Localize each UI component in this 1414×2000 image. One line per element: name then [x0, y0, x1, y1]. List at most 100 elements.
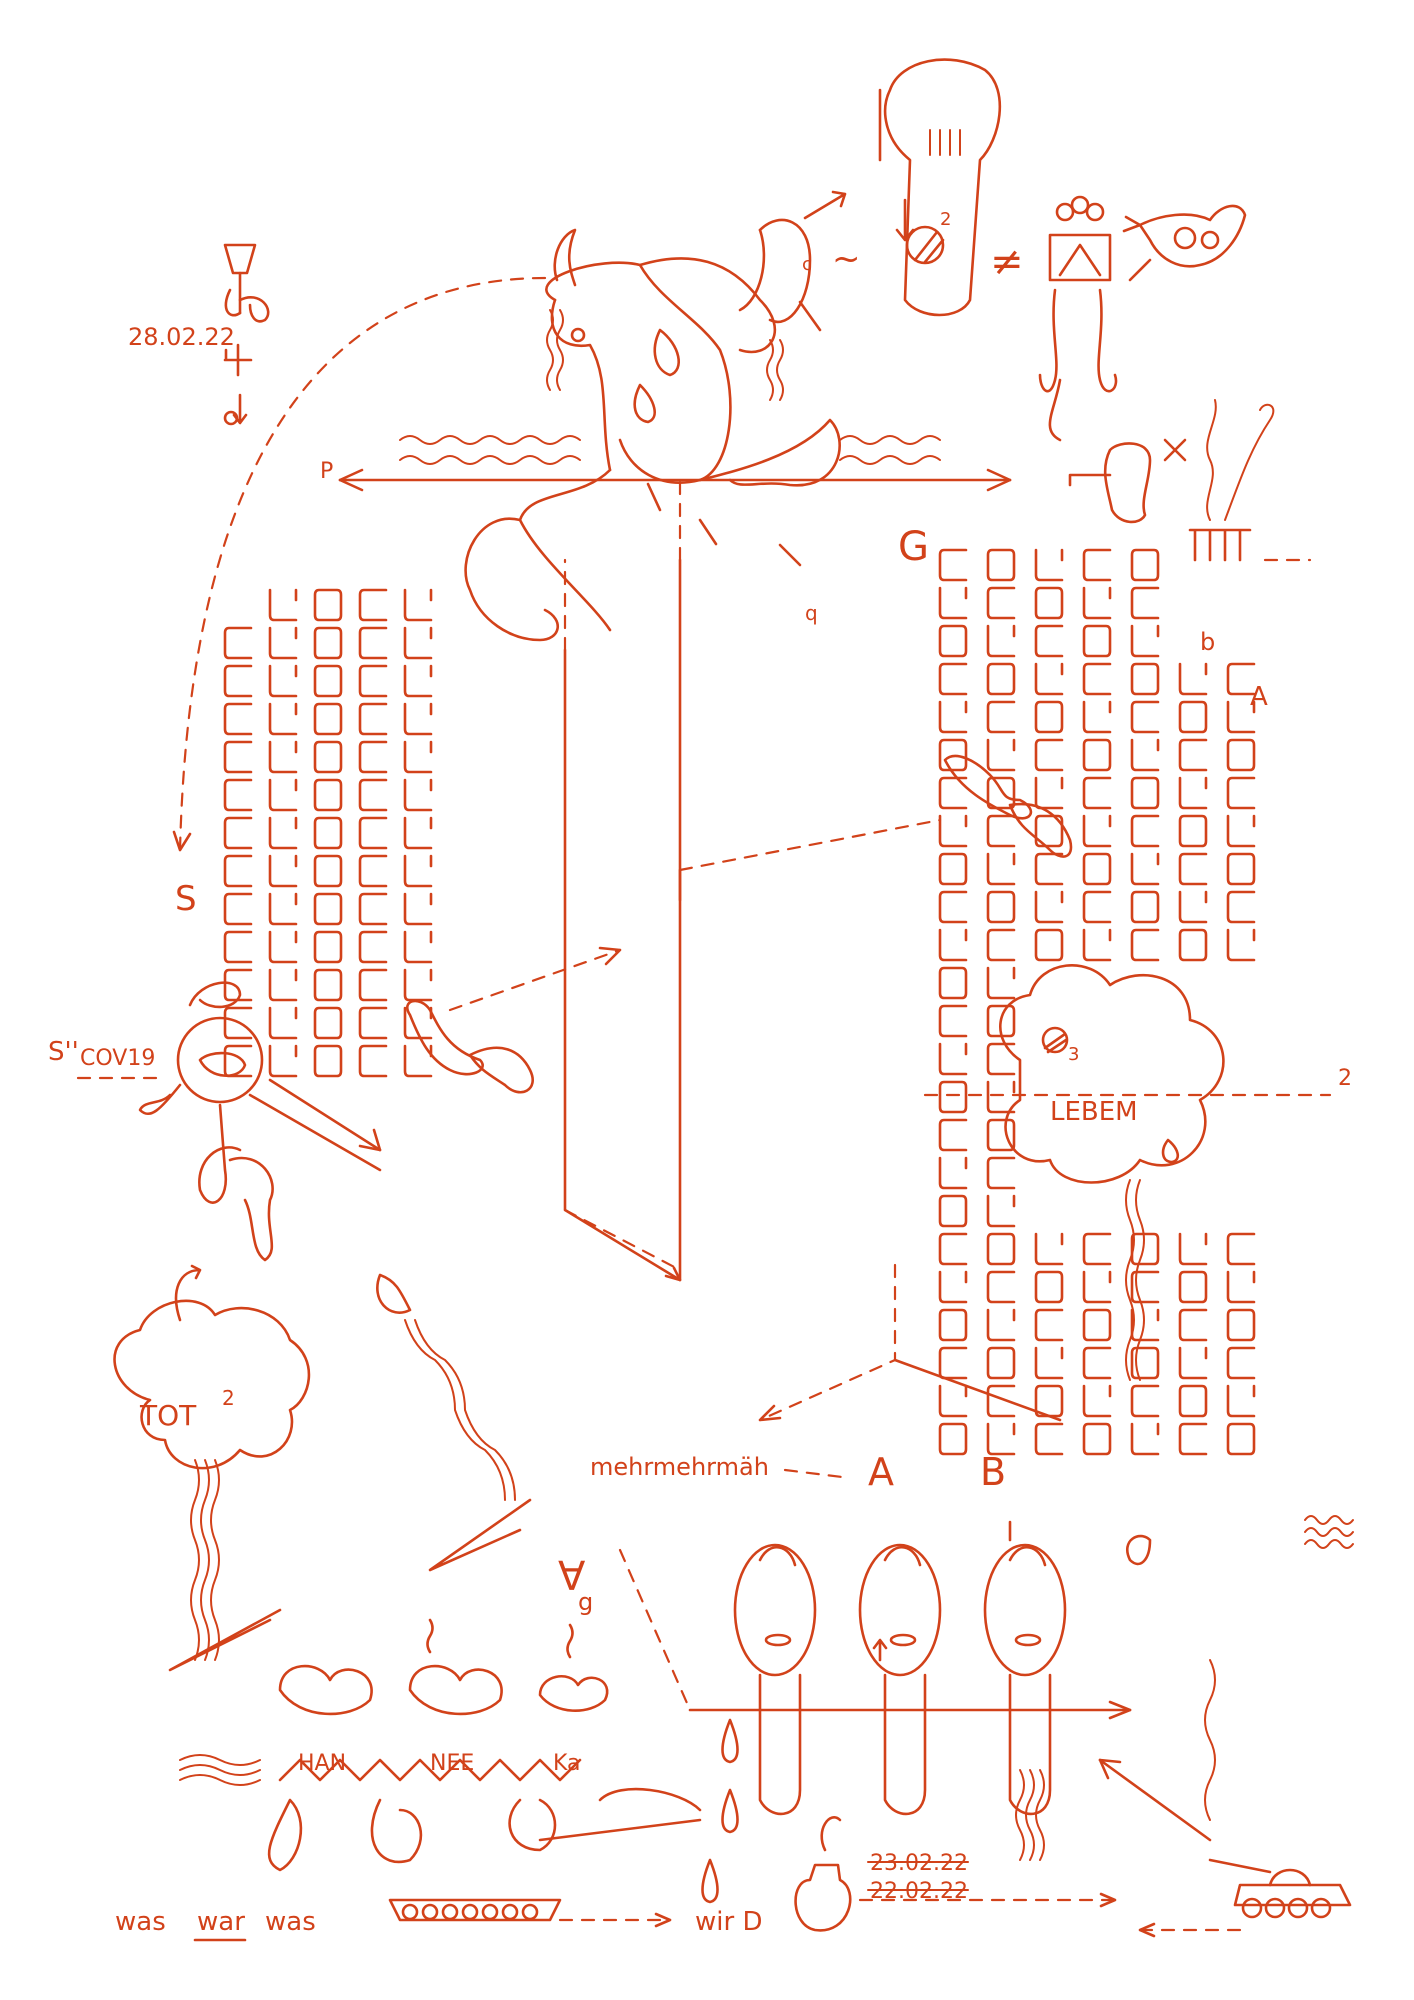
- label-a-mid: A: [868, 1450, 894, 1494]
- grid-tile-icon: [358, 930, 388, 964]
- grid-tile-icon: [268, 664, 298, 698]
- grid-tile-icon: [1034, 700, 1064, 734]
- grid-tile-icon: [223, 854, 253, 888]
- grid-tile-icon: [986, 1042, 1016, 1076]
- grid-tile-icon: [1082, 1422, 1112, 1456]
- grid-tile-icon: [1178, 776, 1208, 810]
- label-q: q: [805, 601, 818, 625]
- three-figures: [618, 1520, 1152, 1861]
- grid-tile-icon: [1226, 662, 1256, 696]
- grid-tile-icon: [358, 1044, 388, 1078]
- grid-tile-icon: [986, 700, 1016, 734]
- grid-tile-icon: [1130, 1422, 1160, 1456]
- grid-tile-icon: [1130, 814, 1160, 848]
- grid-tile-icon: [938, 624, 968, 658]
- figure-icon: [138, 981, 382, 1262]
- grid-tile-icon: [223, 626, 253, 660]
- grid-tile-icon: [1082, 700, 1112, 734]
- grid-tile-icon: [268, 778, 298, 812]
- grid-tile-icon: [938, 1156, 968, 1190]
- grid-tile-icon: [1226, 814, 1256, 848]
- grid-tile-icon: [938, 1232, 968, 1266]
- grid-tile-icon: [1034, 548, 1064, 582]
- grid-tile-icon: [938, 814, 968, 848]
- grid-tile-icon: [403, 892, 433, 926]
- grid-tile-icon: [986, 624, 1016, 658]
- label-b-mid: B: [980, 1450, 1006, 1494]
- grid-tile-icon: [1034, 776, 1064, 810]
- grid-tile-icon: [1130, 700, 1160, 734]
- grid-tile-icon: [1082, 776, 1112, 810]
- grid-tile-icon: [1178, 662, 1208, 696]
- grid-tile-icon: [986, 1346, 1016, 1380]
- grid-tile-icon: [986, 548, 1016, 582]
- grid-tile-icon: [1130, 852, 1160, 886]
- grid-tile-icon: [403, 702, 433, 736]
- grid-tile-icon: [1226, 1422, 1256, 1456]
- grid-tile-icon: [986, 814, 1016, 848]
- label-g-small: g: [578, 1588, 593, 1616]
- grid-tile-icon: [1082, 1270, 1112, 1304]
- label-cov19: COV19: [80, 1046, 155, 1071]
- grid-tile-icon: [938, 928, 968, 962]
- grid-tile-icon: [938, 586, 968, 620]
- grid-tile-icon: [1082, 624, 1112, 658]
- grid-tile-icon: [268, 892, 298, 926]
- bird-icon: [1122, 204, 1247, 282]
- grid-tile-icon: [938, 700, 968, 734]
- tank-icon: [1098, 1659, 1352, 1938]
- grid-tile-icon: [403, 854, 433, 888]
- grid-tile-icon: [223, 816, 253, 850]
- shoe-icon: [943, 754, 1073, 858]
- label-b-lower: b: [1200, 628, 1215, 656]
- label-mehrmehrmah: mehrmehrmäh: [590, 1453, 769, 1481]
- grid-tile-icon: [358, 740, 388, 774]
- grid-tile-icon: [986, 928, 1016, 962]
- grid-tile-icon: [1082, 1384, 1112, 1418]
- tank-icon: [388, 1898, 672, 1928]
- grid-tile-icon: [1226, 928, 1256, 962]
- date-label: 28.02.22: [128, 323, 235, 351]
- text-labels: 28.02.22 S'' COV19 S P q c G A b LEBEM 2…: [48, 209, 1352, 1942]
- shoe-icon: [406, 946, 622, 1094]
- grid-tile-icon: [1082, 1346, 1112, 1380]
- grid-tile-icon: [223, 740, 253, 774]
- grid-tile-icon: [403, 626, 433, 660]
- grid-tile-icon: [1034, 624, 1064, 658]
- grid-tile-icon: [313, 930, 343, 964]
- grid-tile-icon: [1226, 1346, 1256, 1380]
- grid-tile-icon: [358, 1006, 388, 1040]
- grid-tile-icon: [938, 1194, 968, 1228]
- grid-tile-icon: [1082, 852, 1112, 886]
- grid-tile-icon: [986, 1080, 1016, 1114]
- dashed-arc: [178, 276, 547, 852]
- grid-tile-icon: [1178, 1422, 1208, 1456]
- grid-tile-icon: [223, 930, 253, 964]
- grid-tile-icon: [1034, 1308, 1064, 1342]
- superscript-two: 2: [940, 209, 951, 230]
- grid-tile-icon: [1226, 1308, 1256, 1342]
- grid-tile-icon: [938, 1118, 968, 1152]
- cloud-icon: [923, 964, 1332, 1184]
- grid-tile-icon: [223, 664, 253, 698]
- grid-tile-icon: [986, 1384, 1016, 1418]
- grid-tile-icon: [1178, 890, 1208, 924]
- grid-tile-icon: [358, 816, 388, 850]
- grid-tile-icon: [313, 1006, 343, 1040]
- grid-tile-icon: [986, 890, 1016, 924]
- grid-tile-icon: [313, 968, 343, 1002]
- grid-tile-icon: [986, 1308, 1016, 1342]
- blob-icon: [1068, 438, 1187, 524]
- label-wird: wir D: [695, 1907, 762, 1937]
- grid-tile-icon: [358, 588, 388, 622]
- grid-tile-icon: [223, 778, 253, 812]
- grid-tile-icon: [1130, 624, 1160, 658]
- grid-tile-icon: [1034, 586, 1064, 620]
- grid-tile-icon: [986, 1232, 1016, 1266]
- grid-tile-icon: [1082, 738, 1112, 772]
- grid-tile-icon: [938, 1270, 968, 1304]
- grid-tile-icon: [1034, 1346, 1064, 1380]
- grid-tile-icon: [313, 588, 343, 622]
- grid-tile-icon: [1178, 1232, 1208, 1266]
- grid-tile-icon: [938, 1080, 968, 1114]
